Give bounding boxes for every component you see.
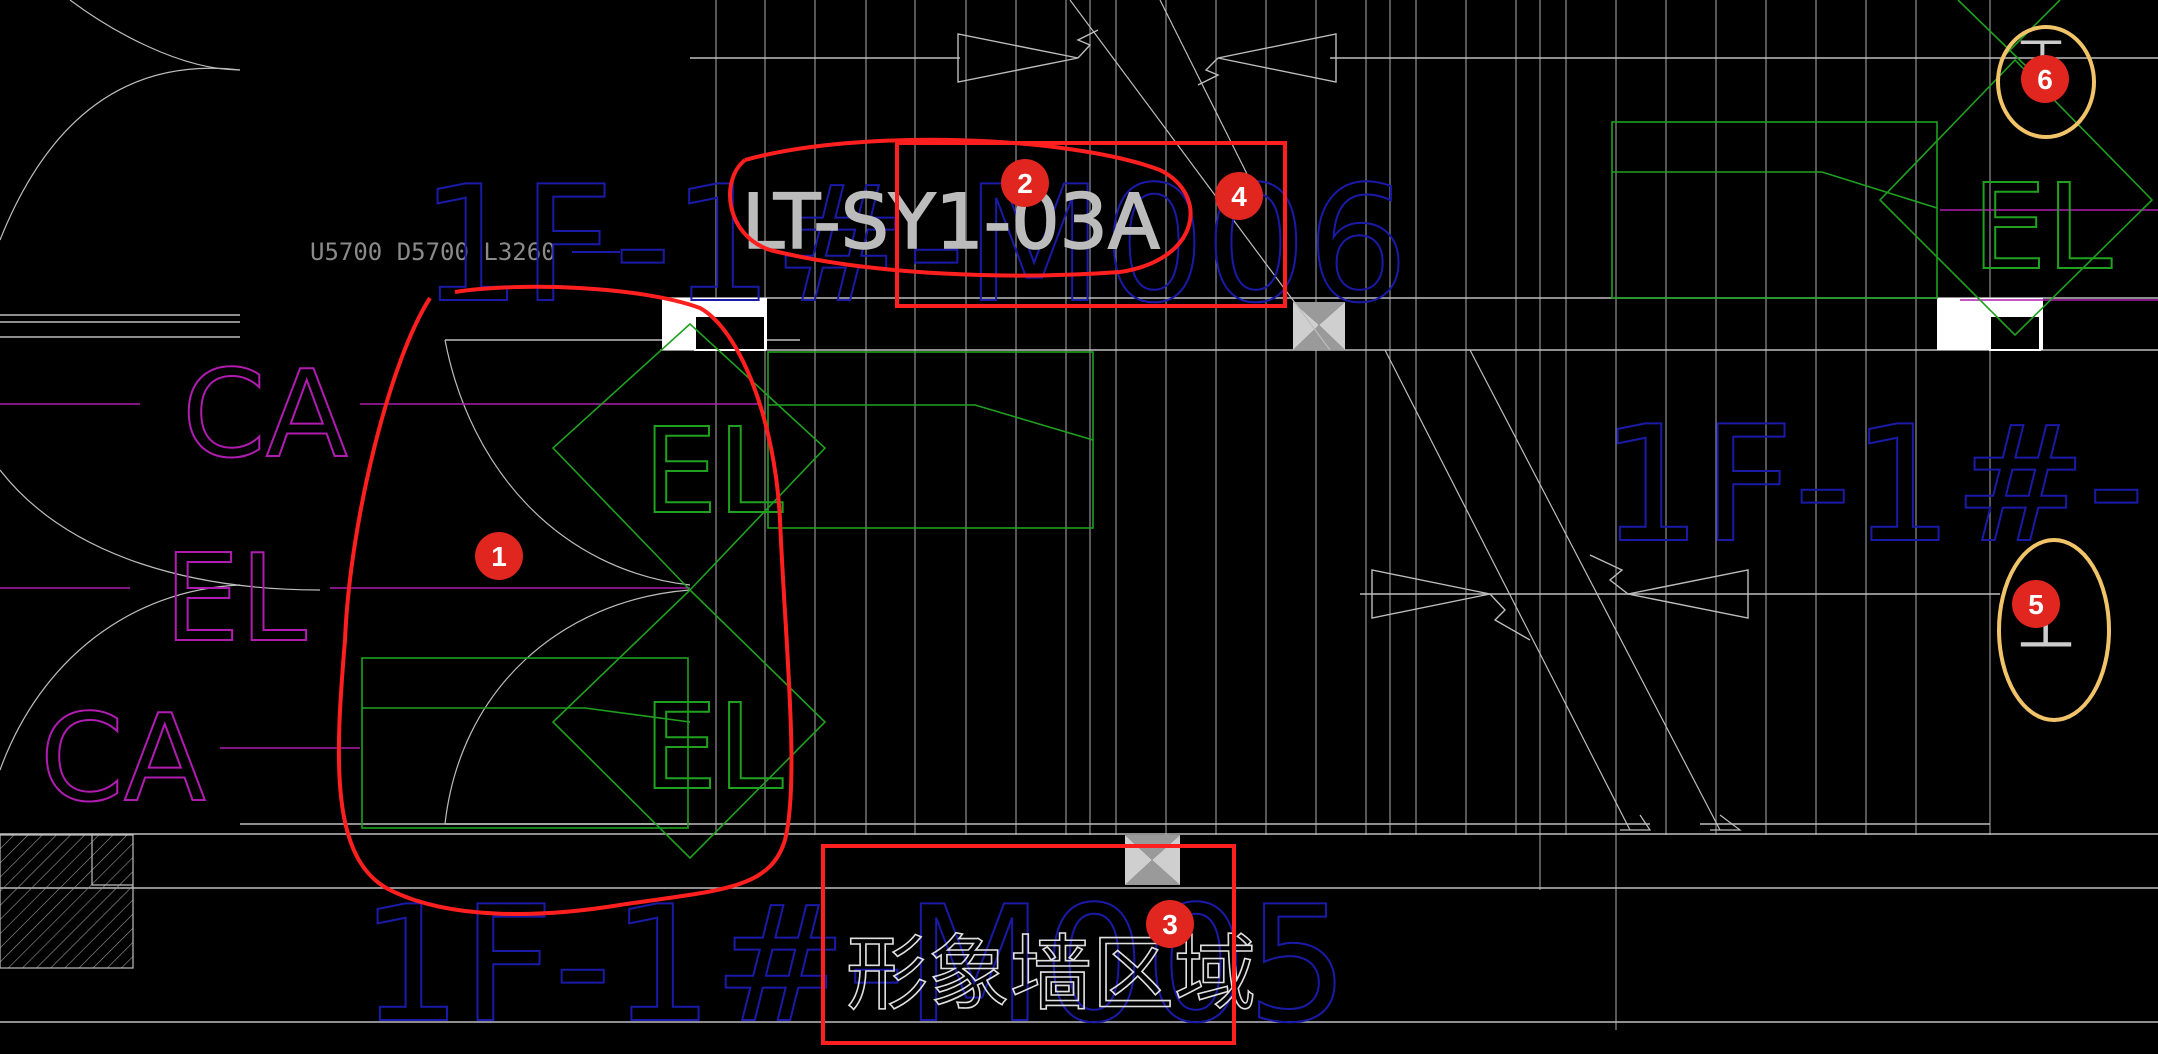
label-image-wall: 形象墙区域: [846, 927, 1256, 1022]
badge-1: 1: [475, 532, 523, 580]
wall-horizontals: [0, 57, 2158, 1023]
svg-text:5: 5: [2028, 589, 2044, 620]
label-door-bottom: 1F-1#-M005: [360, 871, 1349, 1054]
label-el-green-1: EL: [643, 402, 784, 540]
svg-text:6: 6: [2037, 64, 2053, 95]
badge-3: 3: [1146, 900, 1194, 948]
badge-4: 4: [1215, 172, 1263, 220]
svg-text:4: 4: [1231, 181, 1247, 212]
label-el-green-2: EL: [643, 678, 784, 816]
magenta-lines: [0, 209, 2158, 749]
svg-text:2: 2: [1017, 168, 1033, 199]
arrow-wedges: [957, 29, 1749, 641]
svg-text:3: 3: [1162, 909, 1178, 940]
bowtie-symbols: [1125, 302, 1345, 885]
label-el-left: EL: [164, 530, 307, 669]
svg-text:1: 1: [491, 541, 507, 572]
badge-5: 5: [2012, 580, 2060, 628]
annotation-ellipse-5: [1997, 538, 2111, 722]
annotation-rect-3: [821, 844, 1236, 1045]
annotation-rect-4: [895, 141, 1287, 308]
label-door-right: 1F-1#-M: [1600, 391, 2158, 578]
badge-2: 2: [1001, 159, 1049, 207]
emergency-light-symbols: [361, 0, 2154, 860]
badge-6: 6: [2021, 55, 2069, 103]
label-ca-2: CA: [40, 690, 206, 829]
tag-u-d-l: U5700 D5700 L3260: [310, 238, 556, 266]
annotation-loop-1: [336, 284, 794, 916]
hatched-column: [0, 834, 134, 969]
diagonal-lines: [1069, 0, 1742, 831]
annotation-ellipse-6: [1996, 25, 2096, 139]
label-ca-1: CA: [182, 346, 348, 485]
label-lt-sy: LT-SY1-03A: [742, 177, 1160, 266]
door-swing-arcs: [0, 0, 691, 825]
label-el-green-right: EL: [1972, 158, 2113, 296]
